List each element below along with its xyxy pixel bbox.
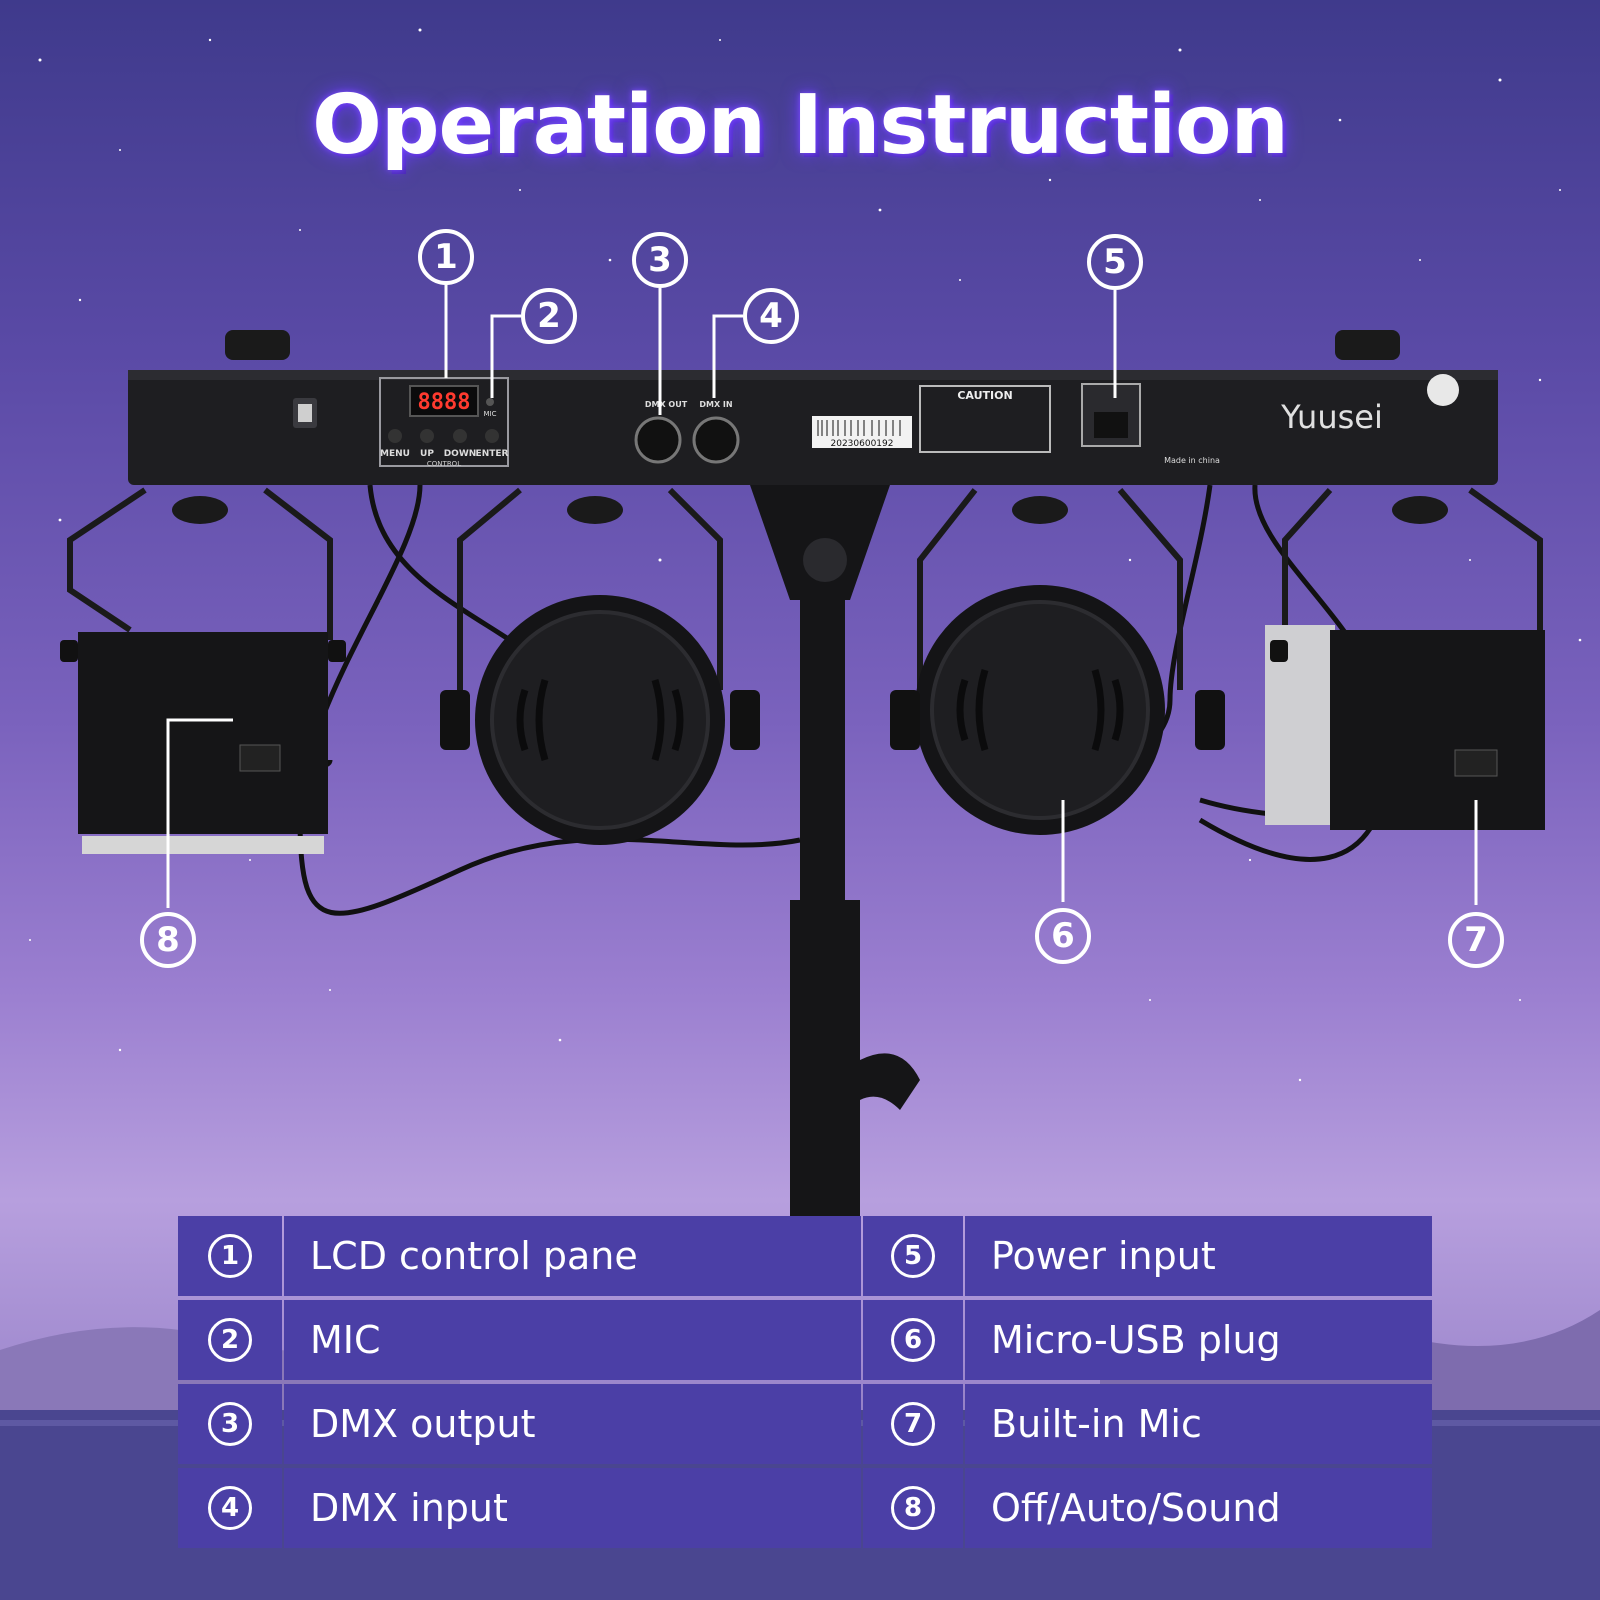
right-box-light (1265, 625, 1545, 830)
svg-text:CONTROL: CONTROL (427, 460, 461, 468)
svg-text:Made in china: Made in china (1164, 456, 1220, 465)
page-title: Operation Instruction (312, 78, 1289, 173)
legend-label-4: DMX input (284, 1468, 861, 1548)
svg-text:20230600192: 20230600192 (831, 439, 894, 449)
legend-num-5: 5 (863, 1216, 963, 1296)
legend-table: 1 LCD control pane 5 Power input 2 MIC 6… (178, 1216, 1432, 1548)
stand (750, 485, 920, 1220)
svg-text:DMX OUT: DMX OUT (645, 400, 688, 409)
svg-text:MENU: MENU (380, 449, 410, 459)
svg-text:UP: UP (420, 449, 434, 459)
left-box-light (60, 632, 346, 854)
legend-num-8: 8 (863, 1468, 963, 1548)
legend-num-4: 4 (178, 1468, 282, 1548)
legend-label-5: Power input (965, 1216, 1432, 1296)
main-bar: 8888 MENU UP DOWN ENTER CONTROL MIC DMX … (128, 330, 1498, 485)
legend-label-2: MIC (284, 1300, 861, 1380)
callout-5: 5 (1087, 234, 1143, 290)
legend-label-3: DMX output (284, 1384, 861, 1464)
callout-2: 2 (521, 288, 577, 344)
callout-8: 8 (140, 912, 196, 968)
brand-logo: Yuusei (1280, 398, 1383, 436)
legend-label-7: Built-in Mic (965, 1384, 1432, 1464)
callout-3: 3 (632, 232, 688, 288)
svg-text:ENTER: ENTER (476, 449, 509, 459)
legend-num-2: 2 (178, 1300, 282, 1380)
svg-text:DOWN: DOWN (444, 449, 477, 459)
legend-num-7: 7 (863, 1384, 963, 1464)
svg-text:MIC: MIC (484, 410, 497, 418)
callout-7: 7 (1448, 912, 1504, 968)
led-display: 8888 (418, 390, 471, 415)
legend-num-3: 3 (178, 1384, 282, 1464)
legend-num-1: 1 (178, 1216, 282, 1296)
left-par-light (440, 595, 760, 845)
legend-num-6: 6 (863, 1300, 963, 1380)
legend-label-8: Off/Auto/Sound (965, 1468, 1432, 1548)
callout-6: 6 (1035, 908, 1091, 964)
legend-label-1: LCD control pane (284, 1216, 861, 1296)
svg-text:DMX IN: DMX IN (699, 400, 732, 409)
right-par-light (890, 585, 1225, 835)
callout-4: 4 (743, 288, 799, 344)
legend-label-6: Micro-USB plug (965, 1300, 1432, 1380)
svg-text:CAUTION: CAUTION (957, 389, 1012, 402)
callout-1: 1 (418, 229, 474, 285)
